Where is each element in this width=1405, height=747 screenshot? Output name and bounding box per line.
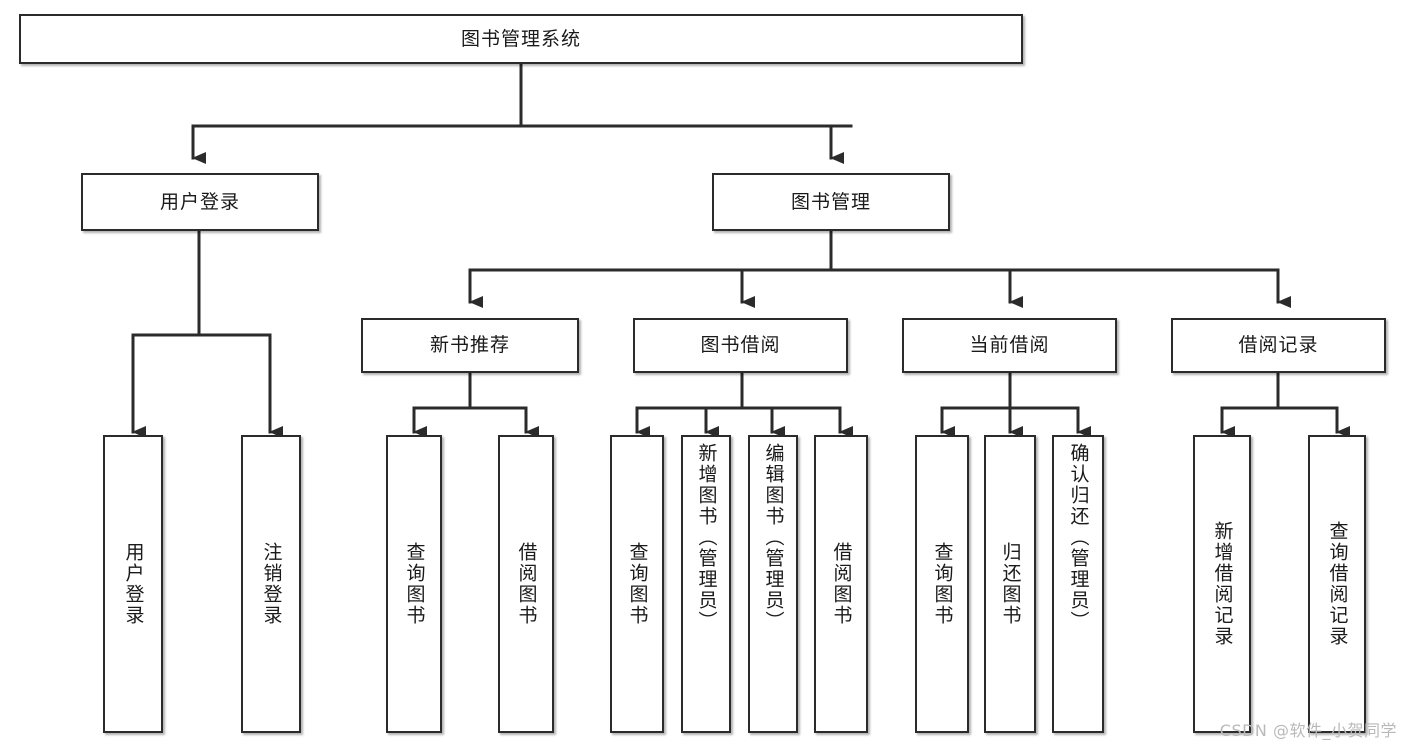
node-borrow-record-label: 借阅记录 xyxy=(1238,334,1319,357)
node-book-borrow[interactable]: 图书借阅 xyxy=(633,318,848,373)
node-leaf-return-book[interactable]: 归还图书 xyxy=(984,435,1036,733)
node-user-login-label: 用户登录 xyxy=(159,190,240,213)
node-leaf-logout-label: 注销登录 xyxy=(260,542,283,626)
node-leaf-add-record[interactable]: 新增借阅记录 xyxy=(1193,435,1251,733)
node-leaf-borrow-book-2-label: 借阅图书 xyxy=(830,542,853,626)
node-leaf-query-record[interactable]: 查询借阅记录 xyxy=(1308,435,1366,733)
node-leaf-query-book-3[interactable]: 查询图书 xyxy=(915,435,969,733)
node-leaf-query-record-label: 查询借阅记录 xyxy=(1326,521,1349,647)
node-leaf-edit-book[interactable]: 编辑图书（管理员） xyxy=(748,435,798,733)
node-leaf-logout[interactable]: 注销登录 xyxy=(241,435,301,733)
node-leaf-add-book[interactable]: 新增图书（管理员） xyxy=(681,435,731,733)
node-leaf-user-login-label: 用户登录 xyxy=(122,542,145,626)
node-leaf-query-book-2-label: 查询图书 xyxy=(626,542,649,626)
node-leaf-add-record-label: 新增借阅记录 xyxy=(1211,521,1234,647)
node-leaf-edit-book-label: 编辑图书（管理员） xyxy=(762,443,785,632)
node-leaf-query-book-3-label: 查询图书 xyxy=(931,542,954,626)
node-borrow-record[interactable]: 借阅记录 xyxy=(1171,318,1386,373)
node-root-label: 图书管理系统 xyxy=(460,27,581,50)
node-root[interactable]: 图书管理系统 xyxy=(19,14,1023,64)
node-leaf-query-book-1-label: 查询图书 xyxy=(403,542,426,626)
node-leaf-confirm-return-label: 确认归还（管理员） xyxy=(1067,443,1090,632)
node-leaf-add-book-label: 新增图书（管理员） xyxy=(695,443,718,632)
node-book-management-label: 图书管理 xyxy=(790,190,871,213)
node-current-borrow[interactable]: 当前借阅 xyxy=(902,318,1117,373)
node-leaf-borrow-book-2[interactable]: 借阅图书 xyxy=(814,435,868,733)
node-leaf-borrow-book-1[interactable]: 借阅图书 xyxy=(498,435,554,733)
node-user-login[interactable]: 用户登录 xyxy=(81,173,319,231)
node-leaf-user-login[interactable]: 用户登录 xyxy=(103,435,163,733)
node-new-book-recommend[interactable]: 新书推荐 xyxy=(361,318,579,373)
node-leaf-confirm-return[interactable]: 确认归还（管理员） xyxy=(1052,435,1104,733)
watermark: CSDN @软件_小贺同学 xyxy=(1219,721,1397,740)
node-current-borrow-label: 当前借阅 xyxy=(969,334,1050,357)
node-leaf-query-book-2[interactable]: 查询图书 xyxy=(610,435,664,733)
node-leaf-query-book-1[interactable]: 查询图书 xyxy=(386,435,442,733)
node-book-management[interactable]: 图书管理 xyxy=(712,173,950,231)
node-new-book-recommend-label: 新书推荐 xyxy=(429,334,510,357)
node-leaf-return-book-label: 归还图书 xyxy=(999,542,1022,626)
node-book-borrow-label: 图书借阅 xyxy=(700,334,781,357)
node-leaf-borrow-book-1-label: 借阅图书 xyxy=(515,542,538,626)
